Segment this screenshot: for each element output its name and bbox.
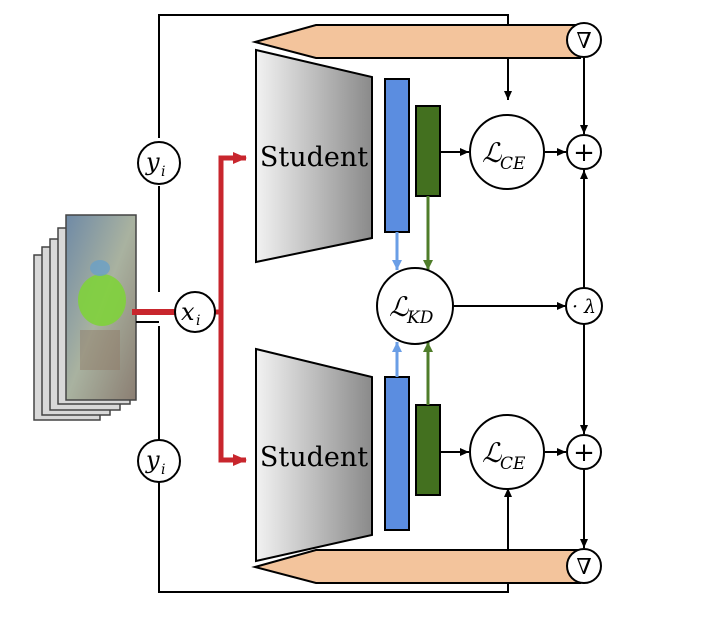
- ce-loss-node-bottom: ℒ CE: [469, 414, 545, 490]
- svg-text:i: i: [196, 313, 200, 329]
- gradient-arrow-top: [251, 24, 581, 59]
- svg-text:∇: ∇: [576, 29, 591, 54]
- feature-block-bottom: [384, 376, 410, 531]
- grad-node-bottom: ∇: [566, 548, 602, 584]
- svg-text:i: i: [161, 164, 165, 180]
- gradient-arrow-bottom: [251, 549, 581, 584]
- ce-loss-node-top: ℒ CE: [469, 114, 545, 190]
- svg-text:ℒ: ℒ: [389, 292, 409, 323]
- logit-block-top: [415, 105, 441, 197]
- kd-loss-node: ℒ KD: [376, 267, 454, 345]
- logit-block-bottom: [415, 404, 441, 496]
- svg-text:y: y: [145, 148, 160, 176]
- svg-text:+: +: [573, 438, 595, 468]
- svg-text:KD: KD: [406, 308, 434, 328]
- svg-text:i: i: [161, 462, 165, 478]
- sum-node-top: +: [566, 134, 602, 170]
- label-yi-node-top: y i: [137, 141, 181, 185]
- student-network-bottom: Student: [255, 347, 373, 563]
- student-label-top: Student: [260, 142, 368, 173]
- grad-node-top: ∇: [566, 22, 602, 58]
- sum-node-bottom: +: [566, 434, 602, 470]
- svg-text:ℒ: ℒ: [482, 438, 502, 469]
- svg-text:ℒ: ℒ: [482, 138, 502, 169]
- student-network-top: Student: [255, 48, 373, 264]
- loss-flow-arrows: [440, 58, 588, 548]
- svg-text:+: +: [573, 138, 595, 168]
- kd-input-arrows: [392, 196, 433, 405]
- svg-text:∇: ∇: [576, 555, 591, 580]
- input-red-arrows: [214, 152, 247, 466]
- svg-text:· λ: · λ: [572, 296, 596, 318]
- input-xi-node: x i: [174, 291, 216, 333]
- feature-block-top: [384, 78, 410, 233]
- svg-text:y: y: [145, 446, 160, 474]
- svg-text:x: x: [181, 298, 195, 326]
- svg-text:CE: CE: [500, 154, 526, 174]
- svg-text:CE: CE: [500, 454, 526, 474]
- student-label-bottom: Student: [260, 442, 368, 473]
- label-yi-node-bottom: y i: [137, 439, 181, 483]
- input-image-stack: [33, 214, 137, 421]
- weight-lambda-node: · λ: [565, 287, 603, 325]
- image-to-input-lines: [132, 309, 176, 323]
